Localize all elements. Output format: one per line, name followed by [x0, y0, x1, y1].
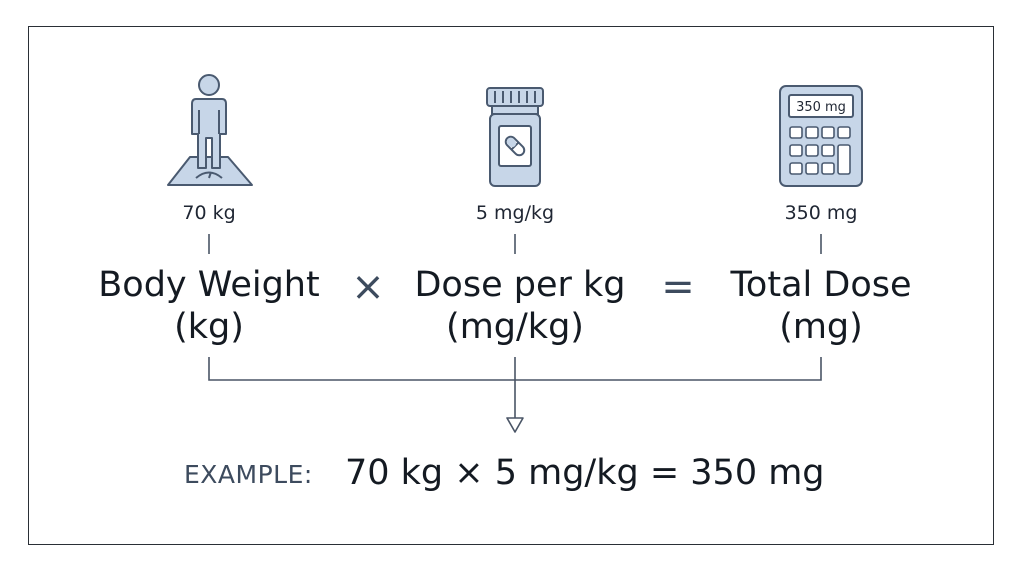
- body-weight-term: Body Weight: [98, 265, 319, 305]
- arrow-down-icon: [506, 417, 524, 433]
- total-dose-unit: (mg): [779, 307, 863, 347]
- multiply-operator: ×: [351, 264, 385, 310]
- body-weight-value: 70 kg: [182, 202, 235, 224]
- dose-per-kg-value: 5 mg/kg: [476, 202, 554, 224]
- equals-operator: =: [661, 264, 695, 310]
- calculator-display: [788, 94, 854, 118]
- calculator-display-text: 350 mg: [796, 100, 846, 115]
- body-weight-unit: (kg): [174, 307, 244, 347]
- pill-bottle-icon: [486, 87, 544, 187]
- person-on-scale-icon: [167, 74, 253, 186]
- example-expression: 70 kg × 5 mg/kg = 350 mg: [345, 453, 825, 493]
- bracket-connector: [208, 357, 822, 433]
- dose-per-kg-unit: (mg/kg): [446, 307, 584, 347]
- dose-per-kg-term: Dose per kg: [414, 265, 625, 305]
- total-dose-term: Total Dose: [730, 265, 912, 305]
- total-dose-value: 350 mg: [785, 202, 858, 224]
- diagram-frame: [28, 26, 994, 545]
- calculator-icon: 350 mg: [779, 85, 863, 187]
- example-prefix: EXAMPLE:: [184, 460, 313, 489]
